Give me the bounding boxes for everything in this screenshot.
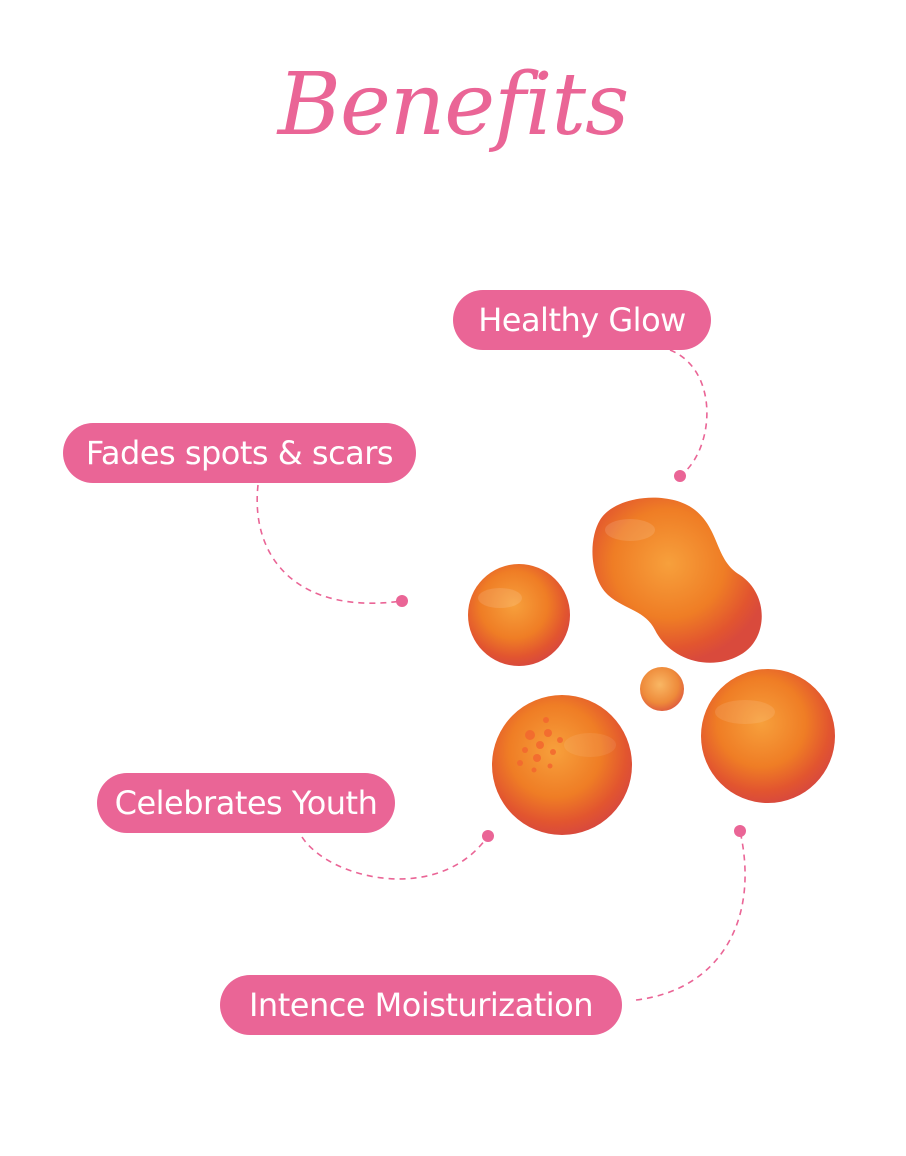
oil-drop-left [468,564,570,666]
benefit-pill-celebrates-youth: Celebrates Youth [97,773,395,833]
oil-bubbles [517,717,563,773]
connector-dot-fades-spots [396,595,408,607]
benefit-pill-moisturization: Intence Moisturization [220,975,622,1035]
oil-drop-right [701,669,835,803]
connector-moisturization [635,830,746,1001]
oil-drop-tiny [640,667,684,711]
page-title: Benefits [277,55,629,155]
benefit-pill-healthy-glow: Healthy Glow [453,290,711,350]
oil-drop-large-peanut [592,497,762,663]
oil-drop-bubbly [492,695,632,835]
benefit-pill-fades-spots: Fades spots & scars [63,423,416,483]
connector-dot-moisturization [734,825,746,837]
oil-drops-illustration [468,497,835,835]
connector-fades-spots [256,484,403,604]
connector-dot-celebrates-youth [482,830,494,842]
connector-dot-healthy-glow [674,470,686,482]
connector-healthy-glow [669,349,708,477]
connector-celebrates-youth [301,835,489,880]
